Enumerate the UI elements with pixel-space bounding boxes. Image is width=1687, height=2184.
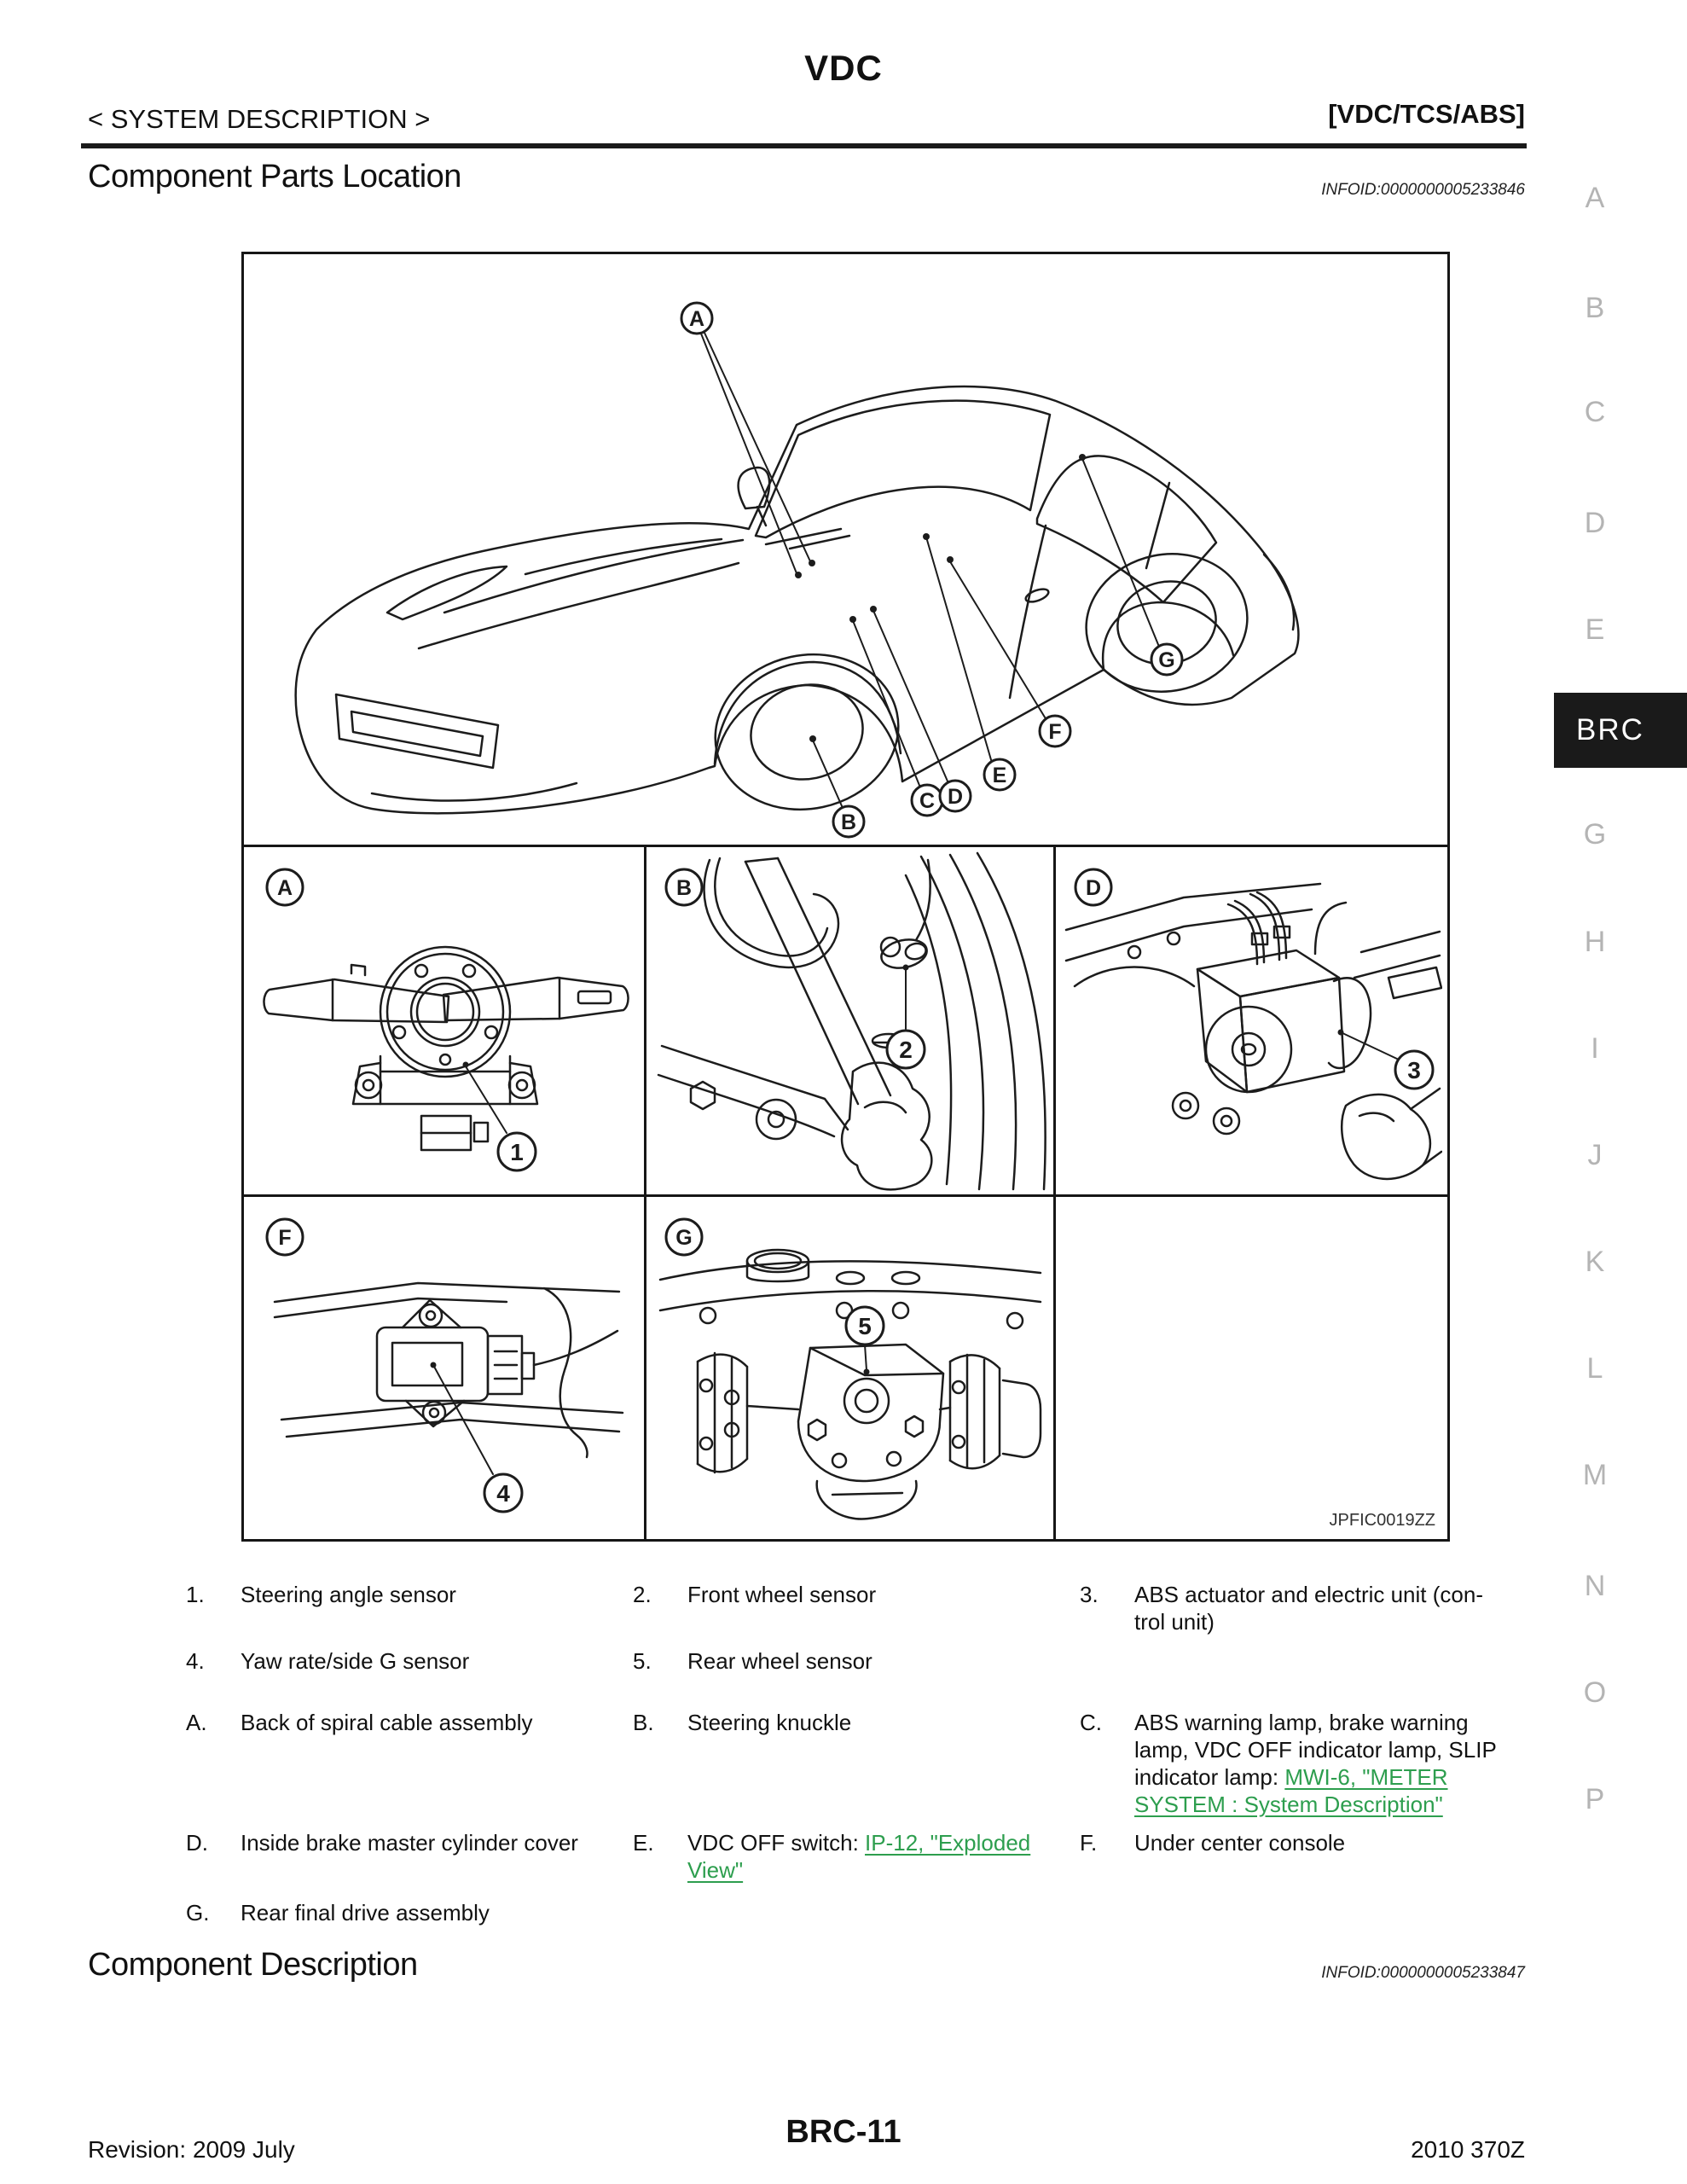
footer-model: 2010 370Z [1411,2136,1525,2163]
figure-grid-vline-2 [1053,845,1056,1539]
legend-num: A. [186,1710,207,1735]
legend-text: Front wheel sensor [687,1582,877,1607]
figure-grid-hline-2 [244,1194,1447,1197]
panel-b-front-wheel-sensor-illustration: B 2 [657,851,1046,1191]
panel-d-label: D [1086,876,1101,900]
legend-text: Rear wheel sensor [687,1648,872,1674]
sidebar-index-d: D [1584,507,1606,539]
legend-item-A: A. Back of spiral cable assembly [186,1709,620,1736]
meter-system-link[interactable]: MWI-6, "METER SYSTEM : System Descriptio… [1134,1764,1448,1817]
legend-item-F: F. Under center console [1080,1829,1514,1856]
panel-d-abs-actuator-illustration: D 3 [1064,868,1442,1181]
sidebar-index-o: O [1583,1676,1607,1709]
legend-num: G. [186,1900,210,1926]
legend-item-B: B. Steering knuckle [633,1709,1050,1736]
car-callout-F: F [1048,720,1061,744]
sidebar-index-k: K [1585,1246,1605,1278]
component-location-figure: A B C D E F G [241,252,1450,1542]
legend-item-4: 4. Yaw rate/side G sensor [186,1647,620,1675]
exploded-view-link[interactable]: IP-12, "Exploded View" [687,1830,1031,1883]
legend-item-C: C. ABS warning lamp, brake warning lamp,… [1080,1709,1514,1818]
legend-text: Inside brake master cylinder cover [241,1830,578,1856]
panel-d-callout: 3 [1407,1057,1421,1083]
sidebar-index-g: G [1583,818,1607,851]
section-title-description: Component Description [88,1947,418,1983]
legend-text: Back of spiral cable assembly [241,1710,533,1735]
panel-f-callout: 4 [496,1480,510,1507]
footer-page-code: BRC-11 [786,2114,901,2150]
legend-item-E: E. VDC OFF switch: IP-12, "Exploded View… [633,1829,1050,1884]
footer-revision: Revision: 2009 July [88,2136,295,2163]
figure-grid-vline-1 [644,845,646,1539]
legend-item-D: D. Inside brake master cylinder cover [186,1829,620,1856]
legend-item-2: 2. Front wheel sensor [633,1581,1050,1608]
car-callout-A: A [689,307,704,331]
car-callout-E: E [993,764,1007,787]
sidebar-index-m: M [1582,1459,1608,1491]
sidebar-index-p: P [1585,1783,1605,1815]
sidebar-index-i: I [1591,1032,1599,1065]
legend-item-3: 3. ABS actuator and electric unit (con-t… [1080,1581,1514,1635]
panel-a-callout: 1 [510,1139,524,1165]
breadcrumb: < SYSTEM DESCRIPTION > [88,104,431,134]
sidebar-index-c: C [1584,396,1606,428]
section-title-parts-location: Component Parts Location [88,159,461,195]
legend-num: F. [1080,1830,1098,1856]
legend-text: Yaw rate/side G sensor [241,1648,470,1674]
legend-item-G: G. Rear final drive assembly [186,1899,620,1926]
legend-num: E. [633,1830,654,1856]
car-leader-lines [700,332,1160,809]
car-callout-B: B [841,810,856,834]
legend-text-plain: VDC OFF switch: [687,1830,866,1856]
legend-text: Under center console [1134,1830,1346,1856]
header-divider [81,143,1527,148]
panel-a-spiral-cable-illustration: A 1 [263,868,629,1172]
sidebar-index-b: B [1585,292,1605,324]
legend-num: 5. [633,1648,652,1674]
legend-text: Steering knuckle [687,1710,852,1735]
sidebar-index-j: J [1587,1139,1603,1171]
legend-text: ABS actuator and electric unit (con-trol… [1134,1582,1483,1635]
legend-num: 1. [186,1582,205,1607]
sidebar-index-e: E [1585,613,1605,646]
sidebar-active-section-tab: BRC [1554,693,1687,768]
panel-g-label: G [675,1226,692,1250]
sidebar-index-a: A [1585,182,1605,214]
panel-g-rear-final-drive-illustration: G 5 [658,1217,1042,1520]
legend-text: ABS warning lamp, brake warning lamp, VD… [1134,1709,1514,1818]
car-overview-illustration: A B C D E F G [294,301,1300,839]
legend-item-1: 1. Steering angle sensor [186,1581,620,1608]
legend-text: Steering angle sensor [241,1582,456,1607]
sidebar-index-n: N [1584,1570,1606,1602]
legend-num: D. [186,1830,208,1856]
infoid-description: INFOID:0000000005233847 [1321,1964,1525,1982]
car-callout-C: C [919,789,935,813]
sidebar-index-h: H [1584,926,1606,958]
infoid-parts-location: INFOID:0000000005233846 [1321,181,1525,199]
panel-a-label: A [277,876,293,900]
legend-text-plain: ABS warning lamp, brake warning lamp, VD… [1134,1710,1497,1790]
panel-b-label: B [676,876,692,900]
panel-f-yaw-rate-sensor-illustration: F 4 [265,1217,624,1513]
figure-grid-hline-1 [244,845,1447,847]
car-callout-G: G [1158,648,1174,672]
legend-item-5: 5. Rear wheel sensor [633,1647,1050,1675]
car-callout-badges: A B C D E F G [680,301,1184,839]
panel-g-callout: 5 [858,1313,872,1339]
legend-text: Rear final drive assembly [241,1900,490,1926]
legend-num: C. [1080,1710,1102,1735]
car-callout-D: D [948,785,963,809]
system-tag: [VDC/TCS/ABS] [1328,99,1525,129]
panel-b-callout: 2 [899,1037,913,1063]
sidebar-index-l: L [1586,1352,1603,1385]
legend-text: VDC OFF switch: IP-12, "Exploded View" [687,1829,1050,1884]
page-title: VDC [804,48,883,88]
legend-num: 4. [186,1648,205,1674]
panel-f-label: F [278,1226,291,1250]
figure-id-caption: JPFIC0019ZZ [1329,1511,1435,1530]
legend-num: B. [633,1710,654,1735]
legend-num: 2. [633,1582,652,1607]
legend-num: 3. [1080,1582,1099,1607]
